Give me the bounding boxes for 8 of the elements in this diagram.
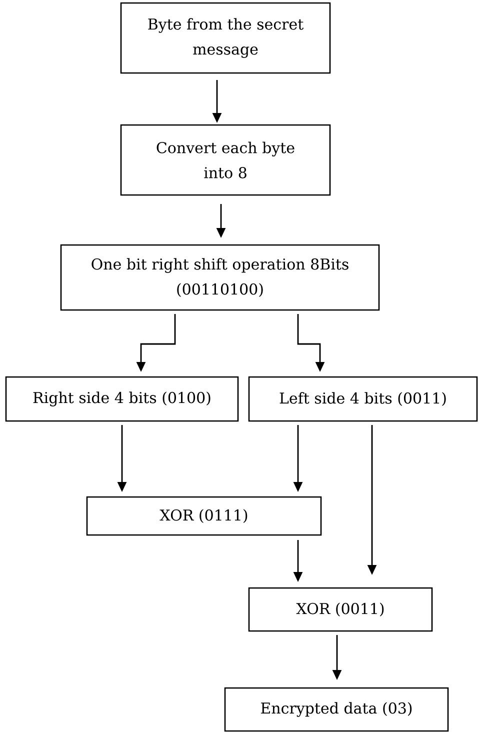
process-box: Encrypted data (03) [224,687,449,732]
process-box: One bit right shift operation 8Bits (00110100) [60,244,380,311]
process-box: XOR (0011) [248,587,433,632]
process-box: XOR (0111) [86,496,322,536]
process-box: Convert each byte into 8 [120,124,331,196]
process-box: Byte from the secret message [120,2,331,74]
process-box: Right side 4 bits (0100) [5,376,239,422]
process-box: Left side 4 bits (0011) [248,376,478,422]
